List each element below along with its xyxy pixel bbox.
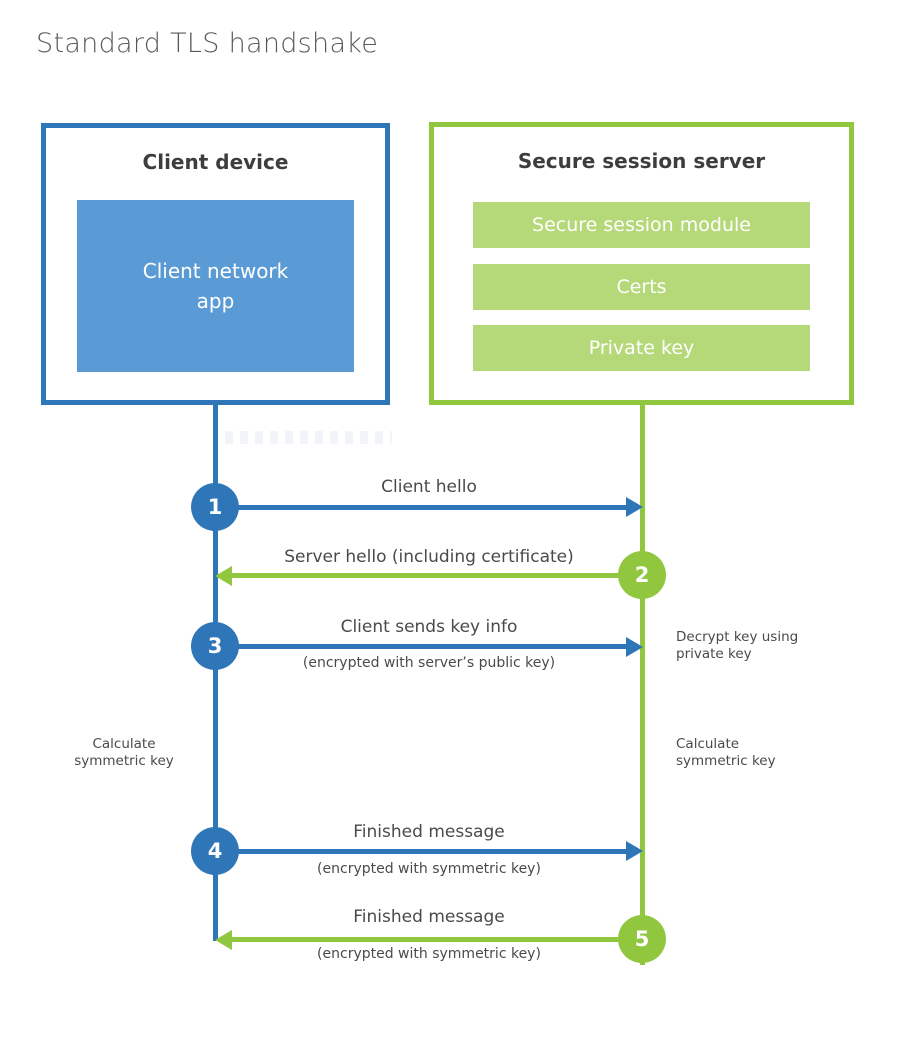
- secure-session-server-title: Secure session server: [517, 149, 766, 173]
- note-calc-right-line2: symmetric key: [676, 753, 776, 769]
- step-circle-4: 4: [191, 827, 239, 875]
- client-app-label-line1: Client network: [142, 259, 289, 283]
- message-5-sublabel: (encrypted with symmetric key): [317, 946, 541, 962]
- message-3-arrow-shaft: [216, 644, 627, 649]
- message-5-label: Finished message: [353, 907, 505, 927]
- message-3-sublabel: (encrypted with server’s public key): [302, 655, 556, 671]
- step-circle-1: 1: [191, 483, 239, 531]
- note-calc-left-line1: Calculate: [92, 736, 156, 752]
- server-lifeline: [640, 405, 645, 965]
- step-5-number: 5: [634, 927, 650, 951]
- page-title: Standard TLS handshake: [36, 28, 379, 59]
- step-circle-2: 2: [618, 551, 666, 599]
- faint-dashed-artifact: [225, 431, 392, 444]
- message-2-arrow-shaft: [231, 573, 642, 578]
- message-4-label: Finished message: [353, 822, 505, 842]
- note-calculate-symmetric-key-client: Calculate symmetric key: [59, 736, 189, 770]
- server-module-private-key: Private key: [473, 325, 810, 371]
- note-calc-left-line2: symmetric key: [74, 753, 174, 769]
- message-1-arrowhead-right: [626, 497, 643, 517]
- message-5-arrowhead-left: [215, 930, 232, 950]
- step-2-number: 2: [634, 563, 650, 587]
- note-decrypt-key: Decrypt key using private key: [676, 629, 798, 663]
- step-4-number: 4: [207, 839, 223, 863]
- note-decrypt-line2: private key: [676, 646, 752, 662]
- client-network-app-box: Client network app: [77, 200, 354, 372]
- message-1-arrow-shaft: [216, 505, 627, 510]
- message-4-sublabel: (encrypted with symmetric key): [317, 861, 541, 877]
- note-calc-right-line1: Calculate: [676, 736, 740, 752]
- message-4-arrow-shaft: [216, 849, 627, 854]
- step-circle-3: 3: [191, 622, 239, 670]
- server-module-secure-session: Secure session module: [473, 202, 810, 248]
- message-4-arrowhead-right: [626, 841, 643, 861]
- note-calculate-symmetric-key-server: Calculate symmetric key: [676, 736, 776, 770]
- client-app-label-line2: app: [196, 289, 235, 313]
- client-lifeline: [213, 404, 218, 941]
- message-2-arrowhead-left: [215, 566, 232, 586]
- server-module-certs: Certs: [473, 264, 810, 310]
- message-1-label: Client hello: [381, 477, 477, 497]
- step-1-number: 1: [207, 495, 223, 519]
- message-3-label: Client sends key info: [340, 617, 518, 637]
- message-5-arrow-shaft: [231, 937, 642, 942]
- message-2-label: Server hello (including certificate): [284, 547, 574, 567]
- step-3-number: 3: [207, 634, 223, 658]
- step-circle-5: 5: [618, 915, 666, 963]
- note-decrypt-line1: Decrypt key using: [676, 629, 799, 645]
- message-3-arrowhead-right: [626, 637, 643, 657]
- client-device-title: Client device: [142, 150, 289, 174]
